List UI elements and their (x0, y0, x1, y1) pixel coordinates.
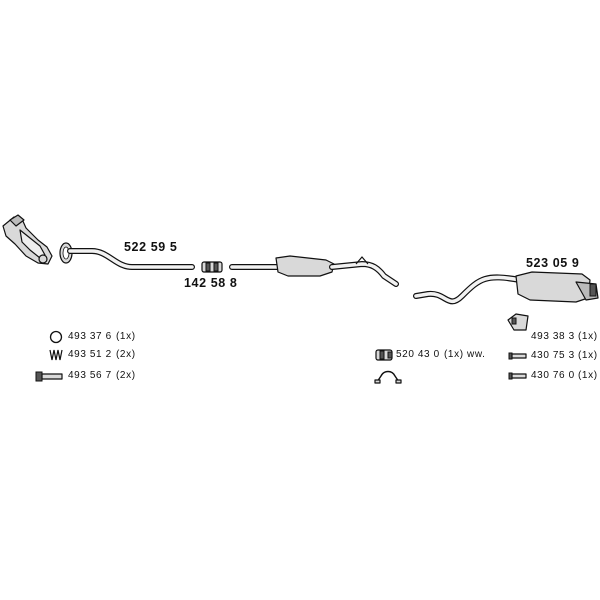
ring-gasket-icon (49, 330, 63, 344)
accessory-code: 493 51 2 (68, 349, 112, 360)
bracket-icon (507, 313, 529, 331)
accessory-qty: (1x) (116, 331, 136, 342)
clamp-icon (375, 349, 393, 361)
bolt-icon (508, 372, 527, 380)
middle-silencer-part (229, 255, 399, 287)
accessory-code: 520 43 0 (396, 349, 440, 360)
accessory-qty: (2x) (116, 349, 136, 360)
part-number-front-pipe: 522 59 5 (124, 240, 178, 254)
accessory-code: 430 75 3 (531, 350, 575, 361)
accessory-qty: (1x) (578, 370, 598, 381)
bolt-icon (508, 352, 527, 360)
rubber-hanger-icon (374, 370, 402, 384)
part-number-rear-silencer: 523 05 9 (526, 256, 580, 270)
accessory-code: 493 38 3 (531, 331, 575, 342)
accessory-qty: (1x) (578, 331, 598, 342)
manifold-pipe-part (2, 214, 53, 265)
accessory-qty: (2x) (116, 370, 136, 381)
accessory-code: 430 76 0 (531, 370, 575, 381)
front-pipe-part (59, 242, 195, 270)
accessory-qty: (1x) (578, 350, 598, 361)
spring-icon (49, 349, 63, 361)
bolt-icon (35, 371, 63, 382)
rear-silencer-part (413, 271, 599, 305)
accessory-qty: (1x) ww. (444, 349, 486, 360)
part-number-connector: 142 58 8 (184, 276, 238, 290)
accessory-code: 493 56 7 (68, 370, 112, 381)
connector-part (201, 261, 223, 273)
accessory-code: 493 37 6 (68, 331, 112, 342)
